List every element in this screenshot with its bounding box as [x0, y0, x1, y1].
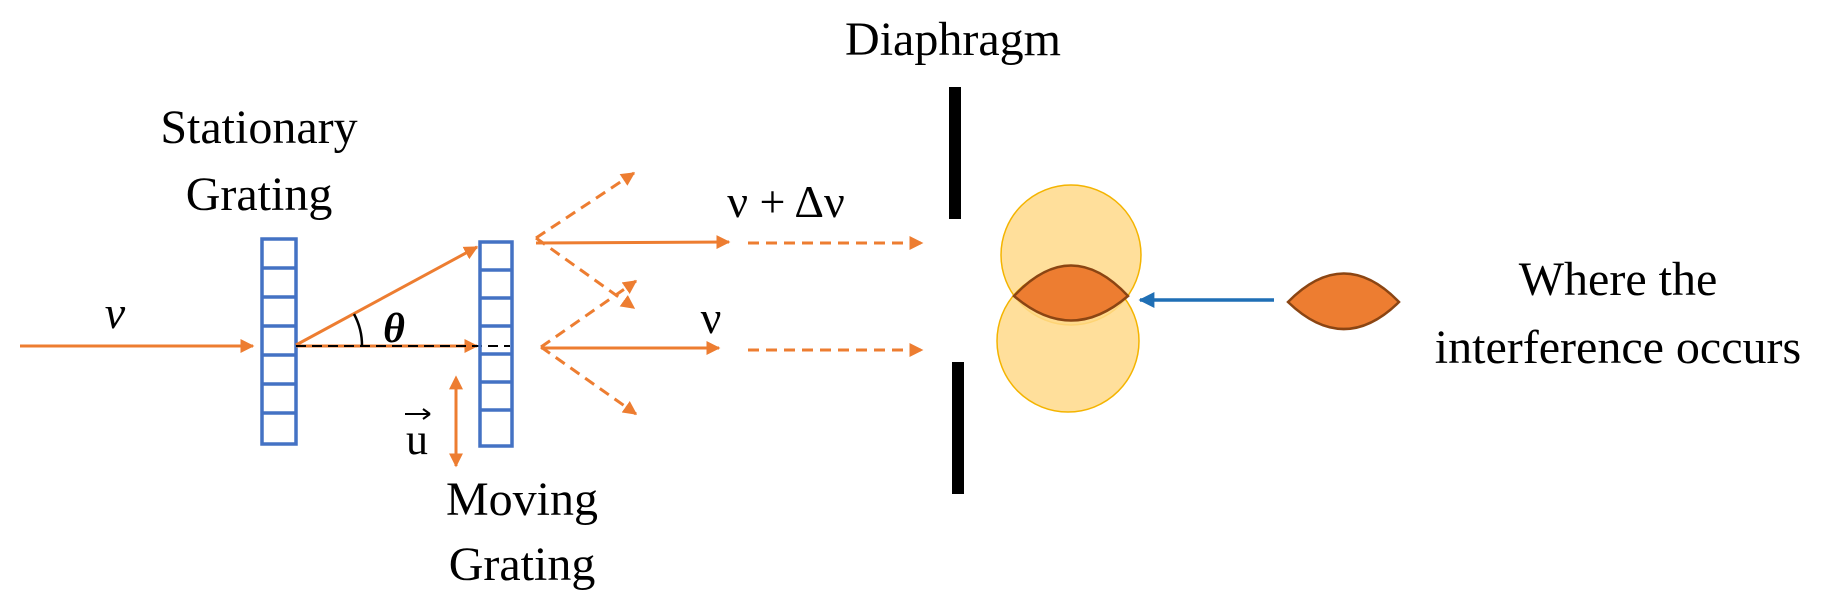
- diaphragm-lower-bar: [952, 362, 964, 494]
- stationary-grating-label-line1: Stationary: [160, 101, 357, 154]
- stationary-grating-label-line2: Grating: [186, 168, 333, 221]
- moving-grating-label-line2: Grating: [449, 538, 596, 591]
- shifted-beam-arrow: [535, 235, 731, 250]
- lower-dashed-diffraction-down: [540, 345, 638, 416]
- diaphragm-label: Diaphragm: [845, 13, 1061, 66]
- upper-dashed-diffraction-down: [535, 236, 636, 310]
- vector-arrow-icon: [405, 408, 431, 420]
- lower-dashed-diffraction-up: [540, 279, 638, 349]
- incident-frequency-label: ν: [105, 287, 126, 338]
- interference-label-line2: interference occurs: [1435, 321, 1801, 374]
- diaphragm-upper-bar: [949, 87, 961, 219]
- moving-grating-icon: [478, 240, 514, 448]
- magnified-lens-icon: [1286, 272, 1401, 331]
- overlap-lens-icon: [1012, 264, 1130, 322]
- velocity-label: u: [406, 415, 428, 464]
- theta-angle-arc: [352, 313, 364, 347]
- unshifted-frequency-label: ν: [701, 292, 722, 343]
- stationary-grating-icon: [260, 237, 298, 446]
- interference-label-line1: Where the: [1519, 253, 1718, 306]
- shifted-frequency-label: ν + Δν: [727, 176, 845, 227]
- moving-grating-label-line1: Moving: [446, 473, 598, 526]
- upper-dashed-diffraction-up: [535, 171, 636, 240]
- theta-angle-label: θ: [383, 306, 405, 352]
- diffracted-beam-arrow: [295, 245, 479, 347]
